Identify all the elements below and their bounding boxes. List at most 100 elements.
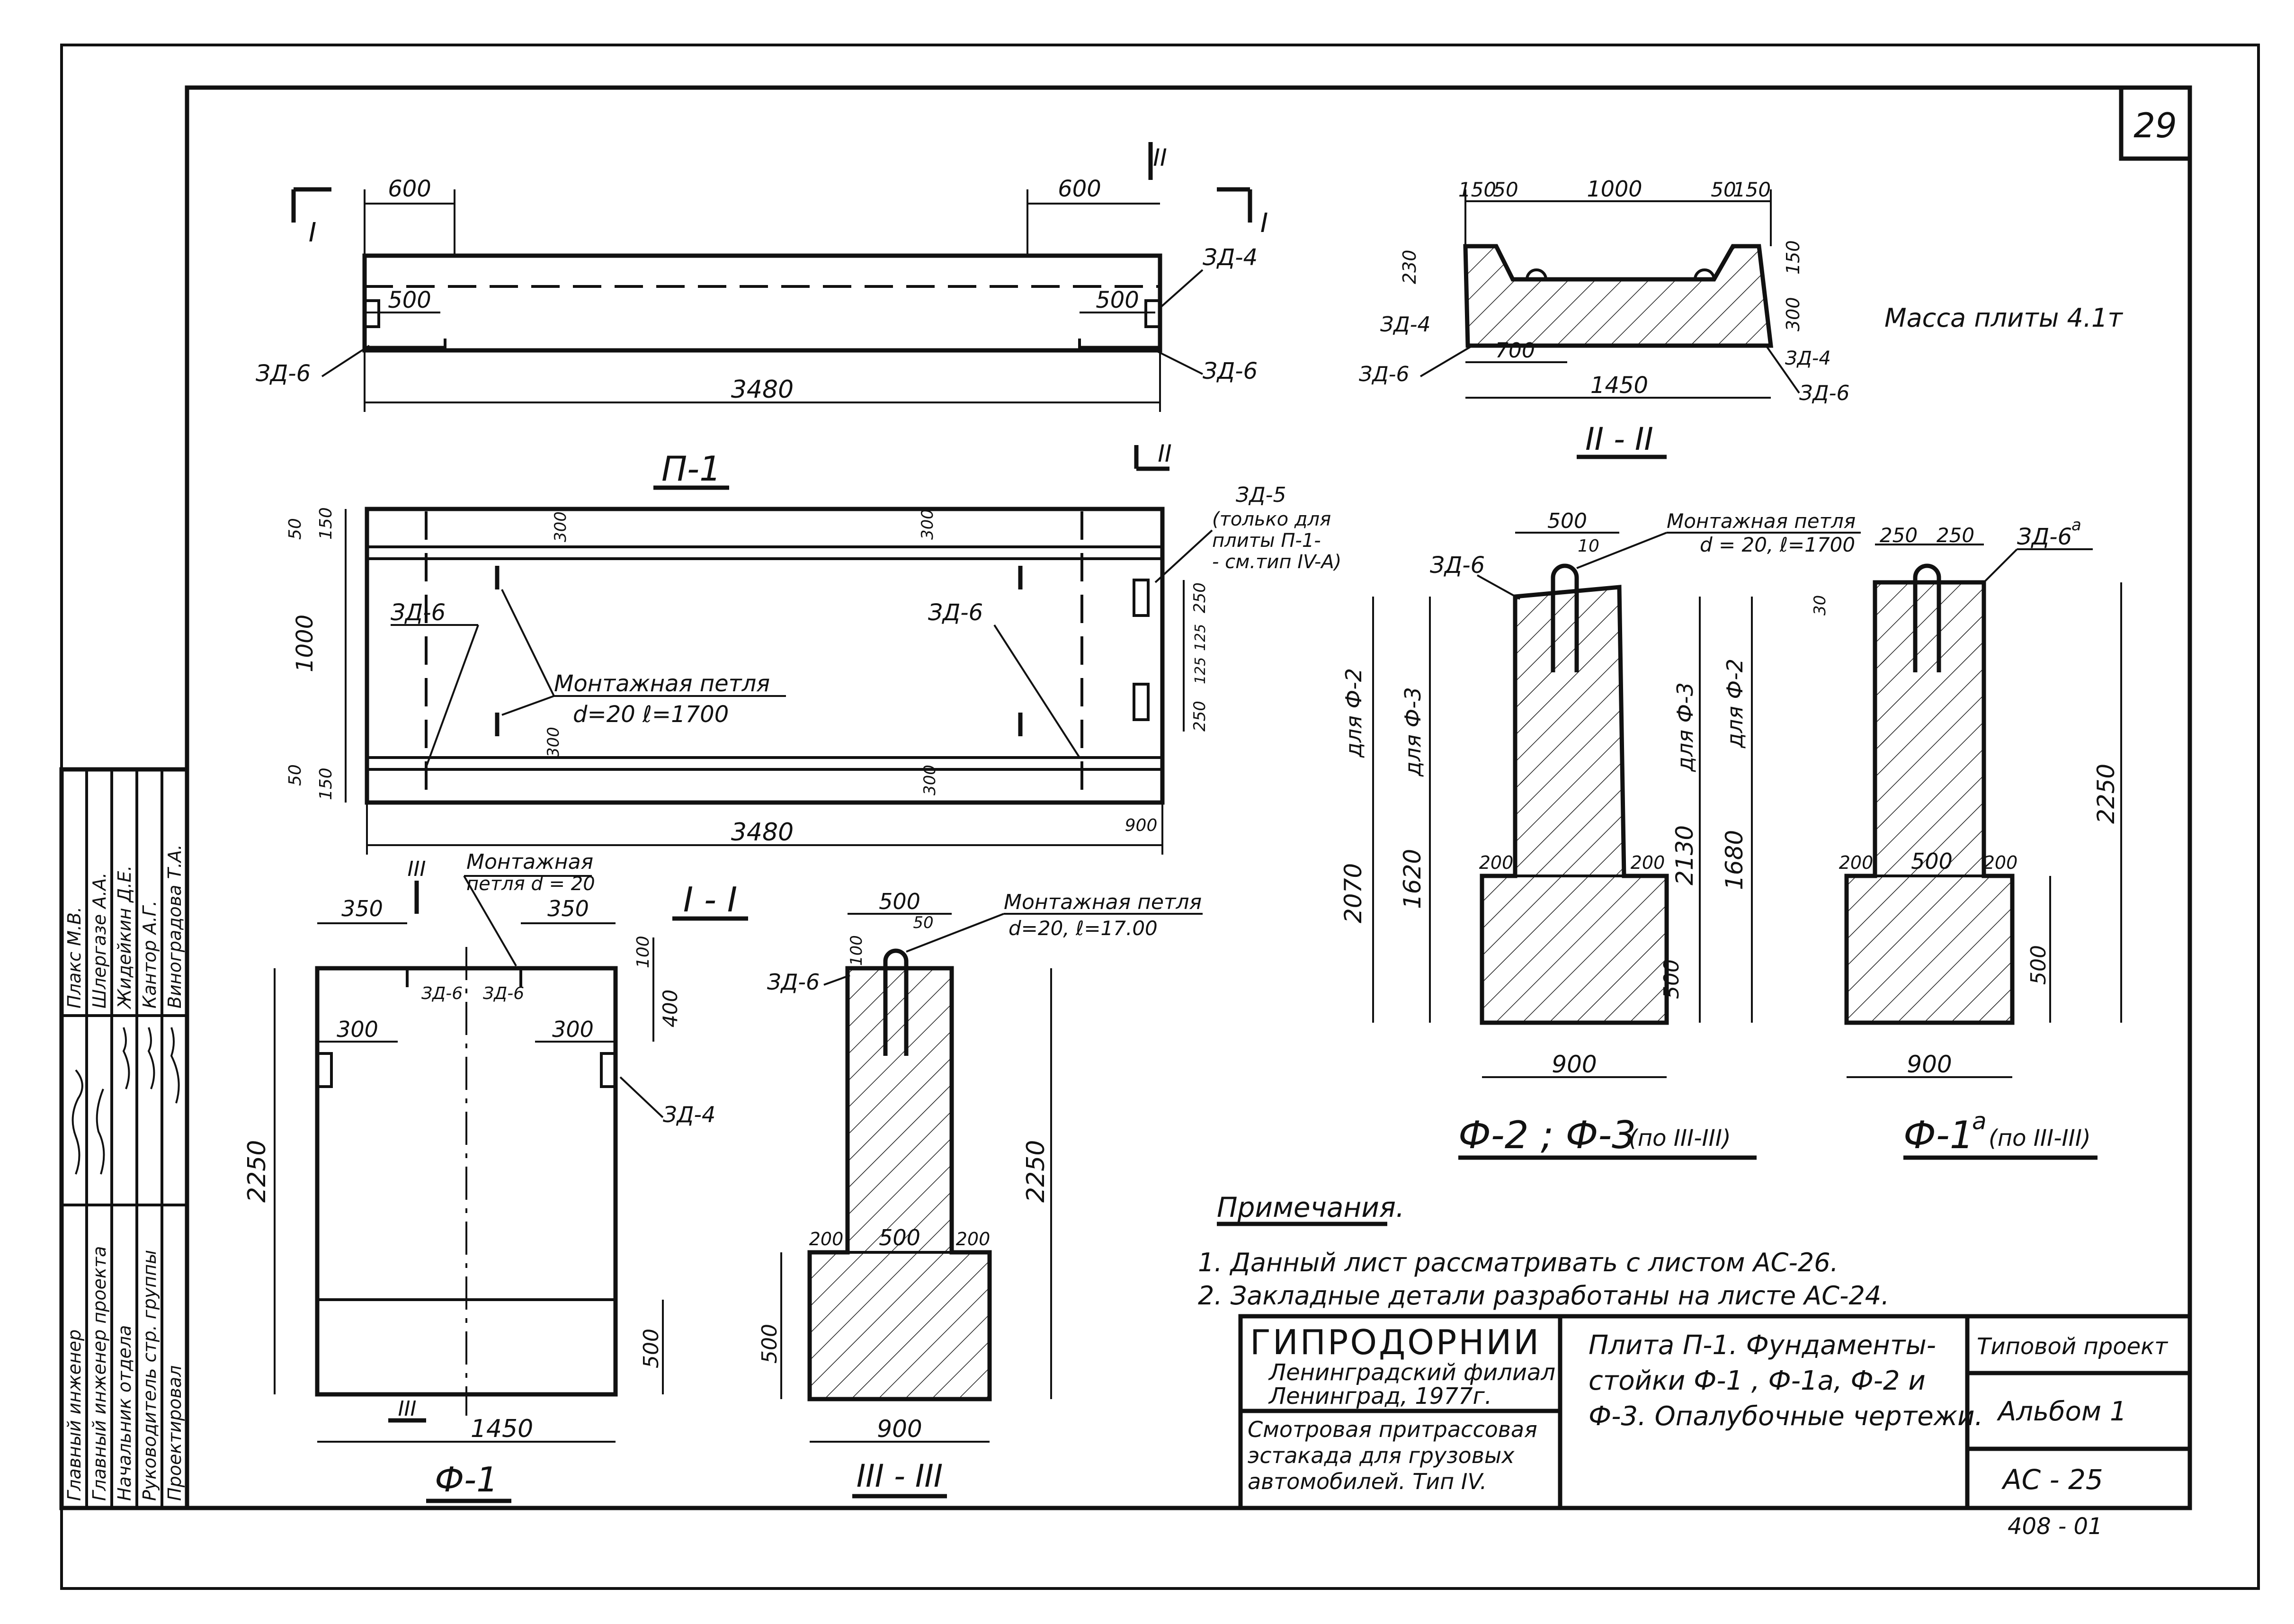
title-section-I: I - I — [683, 880, 737, 919]
label-zd4: ЗД-4 — [663, 1102, 715, 1127]
title-section-II: II - II — [1585, 421, 1653, 457]
role-5: Проектировал — [164, 1365, 185, 1501]
label-zd6-plan-left: ЗД-6 — [391, 599, 446, 626]
name-4: Кантор А.Г. — [139, 901, 160, 1008]
title-f1a-sup: а — [1972, 1107, 1987, 1135]
section-mark-I-right: I — [1260, 208, 1268, 239]
dim-50-top: 50 — [286, 518, 305, 540]
dim-500-mid: 500 — [879, 1225, 920, 1250]
section-III: 500 50 100 2250 200 500 200 500 900 ЗД-6… — [758, 889, 1203, 1499]
title-f23-suffix: (по III-III) — [1629, 1125, 1731, 1151]
label-zd6a-sup: а — [2071, 516, 2081, 535]
dim-500-base: 500 — [1660, 959, 1684, 999]
leader — [321, 345, 370, 377]
dim-300-right: 300 — [552, 1017, 594, 1042]
org-name: ГИПРОДОРНИИ — [1250, 1322, 1541, 1362]
dim-230: 230 — [1399, 250, 1420, 284]
notes-heading: Примечания. — [1217, 1191, 1404, 1223]
section-III-lift-loop — [883, 948, 909, 1056]
label-zd6-left: ЗД-6 — [1359, 362, 1409, 386]
dim-3480: 3480 — [731, 375, 794, 404]
label-zd6-right: ЗД-6 — [1799, 381, 1849, 405]
signature-5 — [170, 1027, 180, 1104]
dim-2250: 2250 — [1022, 1140, 1050, 1203]
f1: 350 350 300 300 100 400 2250 500 1450 ЗД… — [243, 850, 715, 1503]
name-3: Жидейкин Д.Е. — [114, 866, 135, 1009]
loop-label-line2: d=20, ℓ=17.00 — [1009, 917, 1158, 940]
section-II: 150 50 1000 50 150 230 150 300 700 1450 … — [1359, 176, 2123, 459]
note-2: 2. Закладные детали разработаны на листе… — [1198, 1281, 1889, 1311]
dim-1000: 1000 — [292, 615, 318, 672]
f1a: 250 250 30 2250 200 500 200 500 900 ЗД-6… — [1811, 516, 2122, 1160]
sheet-title-line3: Ф-3. Опалубочные чертежи. — [1589, 1401, 1983, 1432]
object-line1: Смотровая притрассовая — [1248, 1417, 1537, 1442]
dim-200-left: 200 — [1839, 852, 1874, 873]
signature-2 — [96, 1089, 105, 1175]
vlabel-f2-left: для Ф-2 — [1341, 668, 1366, 758]
note-zd5-line3: плиты П-1- — [1212, 530, 1321, 552]
dim-1450: 1450 — [471, 1415, 533, 1443]
leader — [619, 1076, 664, 1118]
section-mark-III-top: III — [408, 857, 426, 881]
note-zd5-line1: ЗД-5 — [1236, 483, 1286, 507]
dim-300-vert: 300 — [1783, 297, 1803, 331]
dim-50-right: 50 — [1711, 178, 1736, 201]
dim-200-left: 200 — [1479, 852, 1514, 873]
dim-600-right: 600 — [1058, 176, 1101, 202]
dim-700: 700 — [1495, 339, 1535, 363]
dim-1680: 1680 — [1721, 830, 1748, 890]
section-mark-II-bottom: II — [1158, 440, 1172, 467]
leader — [1155, 349, 1203, 375]
title-block: ГИПРОДОРНИИ Ленинградский филиал Ленингр… — [1238, 1314, 2192, 1540]
dim-2070: 2070 — [1339, 863, 1367, 923]
dim-250-left: 250 — [1880, 524, 1918, 547]
leader — [1983, 548, 2018, 583]
p1-elevation-outline — [362, 253, 1162, 353]
section-mark-III-bottom: III — [398, 1397, 417, 1421]
sheet-number: 29 — [2133, 106, 2177, 145]
loop-label-line1: Монтажная петля — [1667, 509, 1856, 533]
role-4: Руководитель стр. группы — [139, 1250, 160, 1501]
dim-250-right: 250 — [1937, 524, 1974, 547]
signature-1 — [71, 1069, 83, 1175]
dim-500: 500 — [639, 1329, 663, 1368]
vlabel-f2-right: для Ф-2 — [1722, 659, 1748, 749]
name-2: Шлергазе А.А. — [89, 873, 110, 1009]
role-2: Главный инженер проекта — [89, 1246, 110, 1501]
p1-plan-insert — [1133, 579, 1150, 617]
dim-1450: 1450 — [1590, 372, 1648, 399]
leader — [1419, 345, 1473, 377]
label-zd4: ЗД-4 — [1203, 244, 1258, 271]
dim-500-base: 500 — [758, 1324, 782, 1364]
f1-insert-left — [316, 1052, 333, 1088]
role-1: Главный инженер — [64, 1330, 85, 1501]
signature-stamp-frame — [59, 767, 189, 1510]
loop-label-line2: d = 20, ℓ=1700 — [1700, 533, 1855, 556]
dim-500-left: 500 — [388, 287, 431, 313]
dim-500: 500 — [1911, 848, 1953, 874]
f1-insert-right — [600, 1052, 617, 1088]
title-section-III: III - III — [857, 1458, 943, 1494]
f1a-lift-loop — [1913, 563, 1941, 672]
dim-50: 50 — [1493, 178, 1518, 201]
signature-3 — [122, 1027, 130, 1089]
sheet-title-line1: Плита П-1. Фундаменты- — [1589, 1330, 1936, 1361]
dim-2250: 2250 — [2092, 764, 2120, 824]
dim-300: 300 — [544, 727, 563, 758]
label-zd6: ЗД-6 — [1430, 552, 1485, 579]
dim-300: 300 — [920, 765, 939, 795]
title-f1: Ф-1 — [435, 1460, 498, 1499]
album: Альбом 1 — [1997, 1396, 2127, 1427]
p1-elev-insert-right — [1144, 299, 1161, 328]
section-II-body — [1463, 244, 1774, 348]
label-zd4-left: ЗД-4 — [1380, 312, 1430, 337]
loop-label-line1: Монтажная — [466, 850, 593, 874]
dim-300: 300 — [551, 511, 570, 542]
loop-label-line2: d=20 ℓ=1700 — [573, 701, 729, 728]
dim-500: 500 — [879, 889, 920, 914]
name-1: Плакс М.В. — [64, 907, 85, 1008]
name-5: Виноградова Т.А. — [164, 844, 185, 1008]
dim-150-right: 150 — [1733, 178, 1771, 201]
p1-plan-insert — [1133, 683, 1150, 721]
leader — [501, 589, 555, 696]
